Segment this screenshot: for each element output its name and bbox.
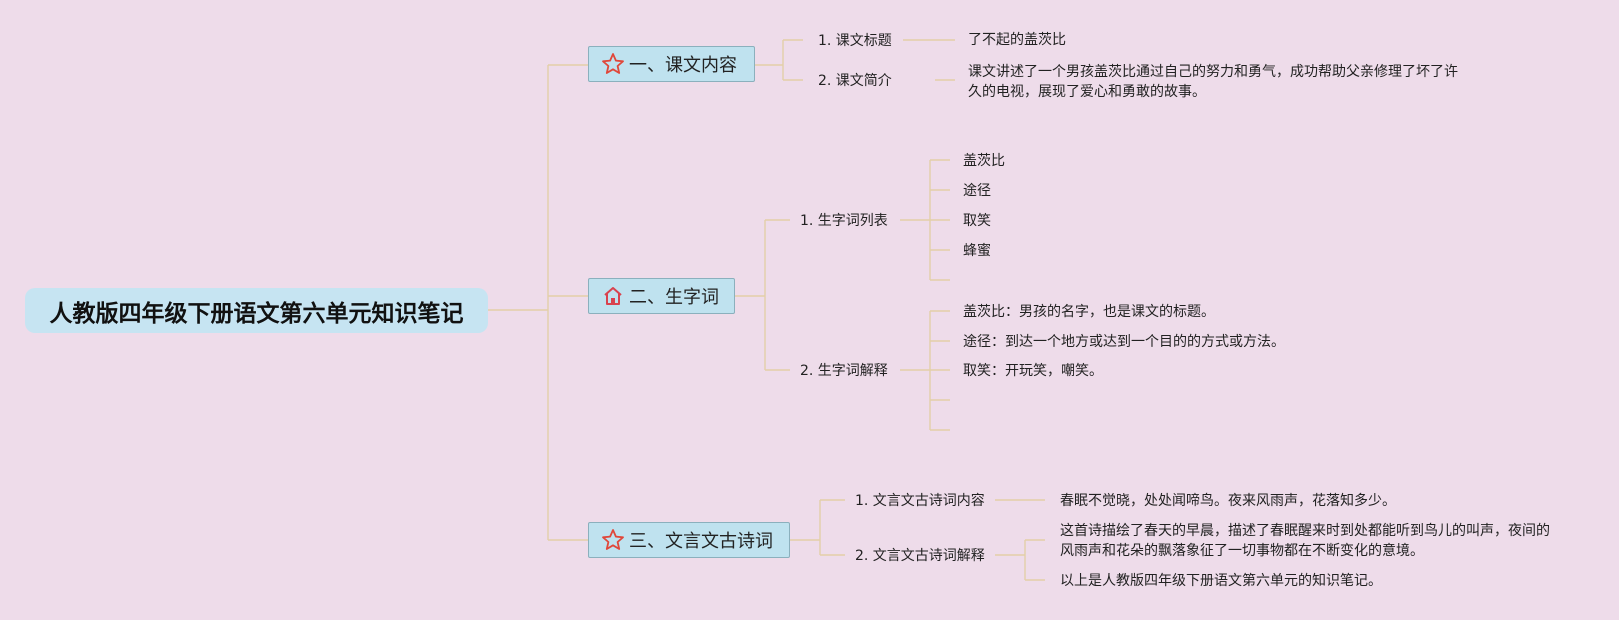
list-item: 盖茨比 [963, 153, 1005, 169]
list-item: 以上是人教版四年级下册语文第六单元的知识笔记。 [1060, 573, 1382, 589]
branch-label: 二、生字词 [629, 287, 719, 308]
branch-label: 一、课文内容 [629, 55, 737, 76]
list-item: 蜂蜜 [963, 243, 991, 259]
sub-vocab-list[interactable]: 1. 生字词列表 [800, 213, 888, 229]
list-item: 取笑：开玩笑，嘲笑。 [963, 363, 1103, 379]
sub-vocab-explain[interactable]: 2. 生字词解释 [800, 363, 888, 379]
branch-vocabulary[interactable]: 二、生字词 [588, 278, 735, 314]
sub-course-title[interactable]: 1. 课文标题 [818, 33, 892, 49]
root-node[interactable]: 人教版四年级下册语文第六单元知识笔记 [25, 288, 488, 333]
home-icon [604, 287, 622, 305]
list-item: 春眠不觉晓，处处闻啼鸟。夜来风雨声，花落知多少。 [1060, 493, 1396, 509]
list-item: 盖茨比：男孩的名字，也是课文的标题。 [963, 304, 1215, 320]
star-icon [602, 53, 624, 74]
sub-course-summary[interactable]: 2. 课文简介 [818, 73, 892, 89]
list-item: 途径：到达一个地方或达到一个目的的方式或方法。 [963, 334, 1285, 350]
list-item: 课文讲述了一个男孩盖茨比通过自己的努力和勇气，成功帮助父亲修理了坏了许久的电视，… [968, 64, 1458, 100]
list-item: 了不起的盖茨比 [968, 32, 1066, 48]
sub-poetry-explain[interactable]: 2. 文言文古诗词解释 [855, 548, 985, 564]
list-item: 这首诗描绘了春天的早晨，描述了春眠醒来时到处都能听到鸟儿的叫声，夜间的风雨声和花… [1060, 523, 1550, 559]
root-title: 人教版四年级下册语文第六单元知识笔记 [49, 300, 464, 327]
branch-course-content[interactable]: 一、课文内容 [588, 46, 755, 82]
star-icon [602, 529, 624, 550]
list-item: 途径 [963, 183, 991, 199]
branch-classical-poetry[interactable]: 三、文言文古诗词 [588, 522, 790, 558]
branch-label: 三、文言文古诗词 [629, 531, 773, 552]
list-item: 取笑 [963, 213, 991, 229]
sub-poetry-content[interactable]: 1. 文言文古诗词内容 [855, 493, 985, 509]
